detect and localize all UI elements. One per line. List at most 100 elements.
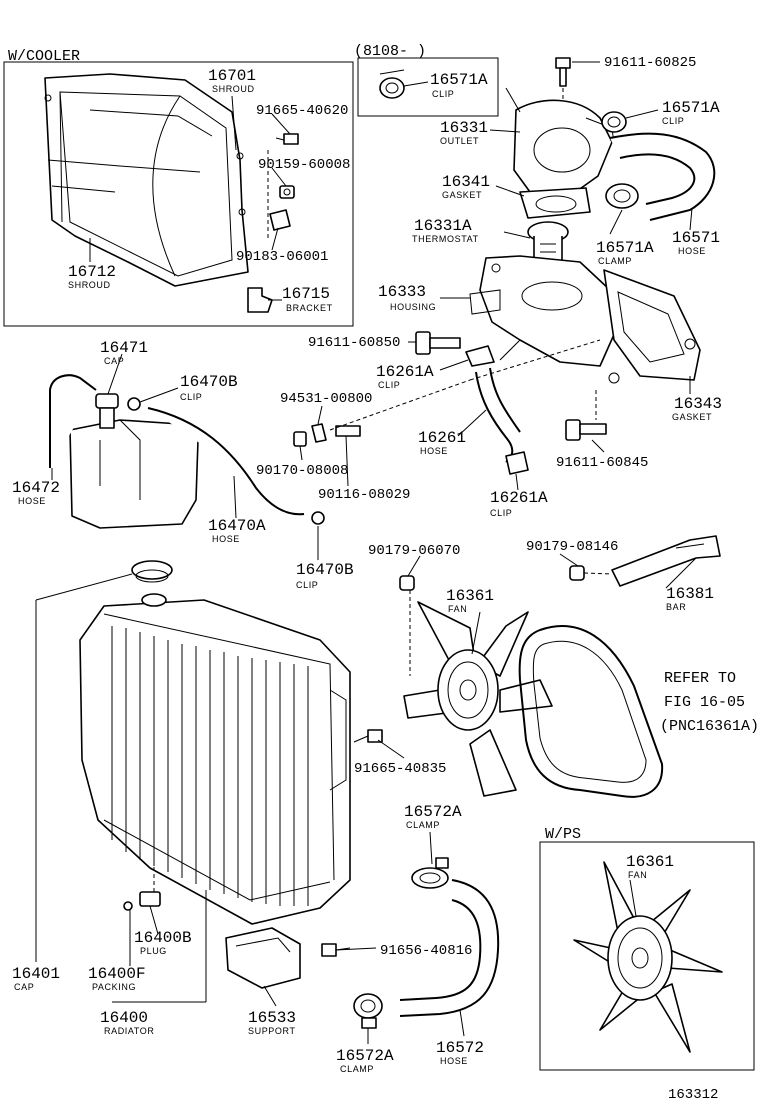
clip-16470B-top-drawing bbox=[127, 397, 141, 411]
support-16533-drawing bbox=[225, 927, 301, 989]
bolt-91611-60845-drawing bbox=[565, 419, 607, 441]
part-16571A-a-name: CLIP bbox=[432, 89, 454, 99]
bolt-91665-40835-drawing bbox=[353, 729, 383, 743]
part-91665-40835-number: 91665-40835 bbox=[354, 761, 446, 777]
water-outlet-16331-drawing bbox=[505, 87, 615, 197]
part-16571A-b-name: CLIP bbox=[662, 116, 684, 126]
part-91665-40620-number: 91665-40620 bbox=[256, 103, 348, 119]
part-16471-number: 16471 bbox=[100, 339, 148, 357]
part-16571-number: 16571 bbox=[672, 229, 720, 247]
fan-16361-ps-drawing bbox=[573, 861, 723, 1053]
clip-16571A-drawing bbox=[379, 69, 405, 99]
part-16400-number: 16400 bbox=[100, 1009, 148, 1027]
leader-lines bbox=[35, 61, 697, 1044]
part-90179-08146-number: 90179-08146 bbox=[526, 539, 618, 555]
part-16533-name: SUPPORT bbox=[248, 1026, 296, 1036]
hose-16470A-drawing bbox=[147, 407, 305, 516]
part-90179-06070-number: 90179-06070 bbox=[368, 543, 460, 559]
clip-94531-00800-drawing bbox=[311, 423, 327, 443]
ps-box-title: W/PS bbox=[545, 826, 581, 843]
gasket-16341-drawing bbox=[519, 187, 591, 219]
part-16400B-name: PLUG bbox=[140, 946, 167, 956]
part-16701-name: SHROUD bbox=[212, 84, 255, 94]
nut-90179-08146-drawing bbox=[569, 565, 585, 581]
part-16571A-b-number: 16571A bbox=[662, 99, 720, 117]
part-16572A-a-number: 16572A bbox=[404, 803, 462, 821]
date-range-box bbox=[357, 57, 499, 117]
part-16471-name: CAP bbox=[104, 356, 124, 366]
part-91611-60825-number: 91611-60825 bbox=[604, 55, 696, 71]
part-16715-number: 16715 bbox=[282, 285, 330, 303]
part-16341-name: GASKET bbox=[442, 190, 482, 200]
reservoir-tank-drawing bbox=[69, 419, 199, 529]
bar-16381-drawing bbox=[611, 535, 721, 587]
stud-90116-08029-drawing bbox=[335, 425, 361, 437]
v-belt-drawing bbox=[518, 625, 664, 798]
clip-16261A-bottom-drawing bbox=[505, 451, 529, 475]
part-16712-name: SHROUD bbox=[68, 280, 111, 290]
part-16715-name: BRACKET bbox=[286, 303, 333, 313]
part-16572A-a-name: CLAMP bbox=[406, 820, 440, 830]
plug-16400B-drawing bbox=[139, 891, 161, 907]
clip-16571A-right-drawing bbox=[601, 111, 627, 133]
clip-90183-06001-drawing bbox=[269, 209, 291, 231]
part-16470B-b-number: 16470B bbox=[296, 561, 354, 579]
part-16343-name: GASKET bbox=[672, 412, 712, 422]
part-16381-name: BAR bbox=[666, 602, 686, 612]
part-16572A-b-name: CLAMP bbox=[340, 1064, 374, 1074]
thermostat-housing-16333-drawing bbox=[469, 255, 617, 367]
bolt-91611-60825-drawing bbox=[555, 57, 571, 87]
part-16571A-c-name: CLAMP bbox=[598, 256, 632, 266]
refer-line-3: (PNC16361A) bbox=[660, 718, 759, 735]
cooler-box bbox=[3, 61, 354, 327]
part-16261A-b-name: CLIP bbox=[490, 508, 512, 518]
radiator-fins bbox=[111, 626, 309, 906]
part-16572-number: 16572 bbox=[436, 1039, 484, 1057]
part-16333-name: HOUSING bbox=[390, 302, 436, 312]
hose-16472-drawing bbox=[49, 374, 97, 468]
part-16261A-a-number: 16261A bbox=[376, 363, 434, 381]
bolt-91665-40620-drawing bbox=[275, 133, 299, 145]
part-90183-06001-number: 90183-06001 bbox=[236, 249, 328, 265]
part-16533-number: 16533 bbox=[248, 1009, 296, 1027]
figure-code: 163312 bbox=[668, 1087, 718, 1103]
part-16571A-a-number: 16571A bbox=[430, 71, 488, 89]
bolt-91611-60850-drawing bbox=[415, 331, 461, 355]
shroud-16701-drawing bbox=[44, 73, 249, 287]
part-16571A-c-number: 16571A bbox=[596, 239, 654, 257]
part-94531-00800-number: 94531-00800 bbox=[280, 391, 372, 407]
nut-90170-08008-drawing bbox=[293, 431, 307, 447]
clamp-16571A-drawing bbox=[605, 183, 639, 209]
part-16470B-b-name: CLIP bbox=[296, 580, 318, 590]
part-91656-40816-number: 91656-40816 bbox=[380, 943, 472, 959]
cooler-box-title: W/COOLER bbox=[8, 48, 80, 65]
hose-16572-drawing bbox=[399, 879, 500, 1017]
part-16470A-name: HOSE bbox=[212, 534, 240, 544]
hose-16261-drawing bbox=[475, 367, 521, 463]
part-91611-60845-number: 91611-60845 bbox=[556, 455, 648, 471]
part-16470B-a-number: 16470B bbox=[180, 373, 238, 391]
part-16261-name: HOSE bbox=[420, 446, 448, 456]
part-16261A-b-number: 16261A bbox=[490, 489, 548, 507]
part-16331-name: OUTLET bbox=[440, 136, 479, 146]
part-16712-number: 16712 bbox=[68, 263, 116, 281]
hose-16571-drawing bbox=[609, 132, 716, 221]
part-16261-number: 16261 bbox=[418, 429, 466, 447]
part-16333-number: 16333 bbox=[378, 283, 426, 301]
part-16331-number: 16331 bbox=[440, 119, 488, 137]
part-16261A-a-name: CLIP bbox=[378, 380, 400, 390]
part-16331A-number: 16331A bbox=[414, 217, 472, 235]
clip-16261A-top-drawing bbox=[465, 345, 495, 367]
part-16341-number: 16341 bbox=[442, 173, 490, 191]
part-16472-number: 16472 bbox=[12, 479, 60, 497]
part-16472-name: HOSE bbox=[18, 496, 46, 506]
part-16361-a-name: FAN bbox=[448, 604, 467, 614]
clip-16470B-bottom-drawing bbox=[311, 511, 325, 525]
part-16343-number: 16343 bbox=[674, 395, 722, 413]
part-16400F-number: 16400F bbox=[88, 965, 146, 983]
part-16701-number: 16701 bbox=[208, 67, 256, 85]
ps-box bbox=[539, 841, 755, 1071]
radiator-16400-drawing bbox=[79, 593, 351, 925]
refer-line-1: REFER TO bbox=[664, 670, 736, 687]
